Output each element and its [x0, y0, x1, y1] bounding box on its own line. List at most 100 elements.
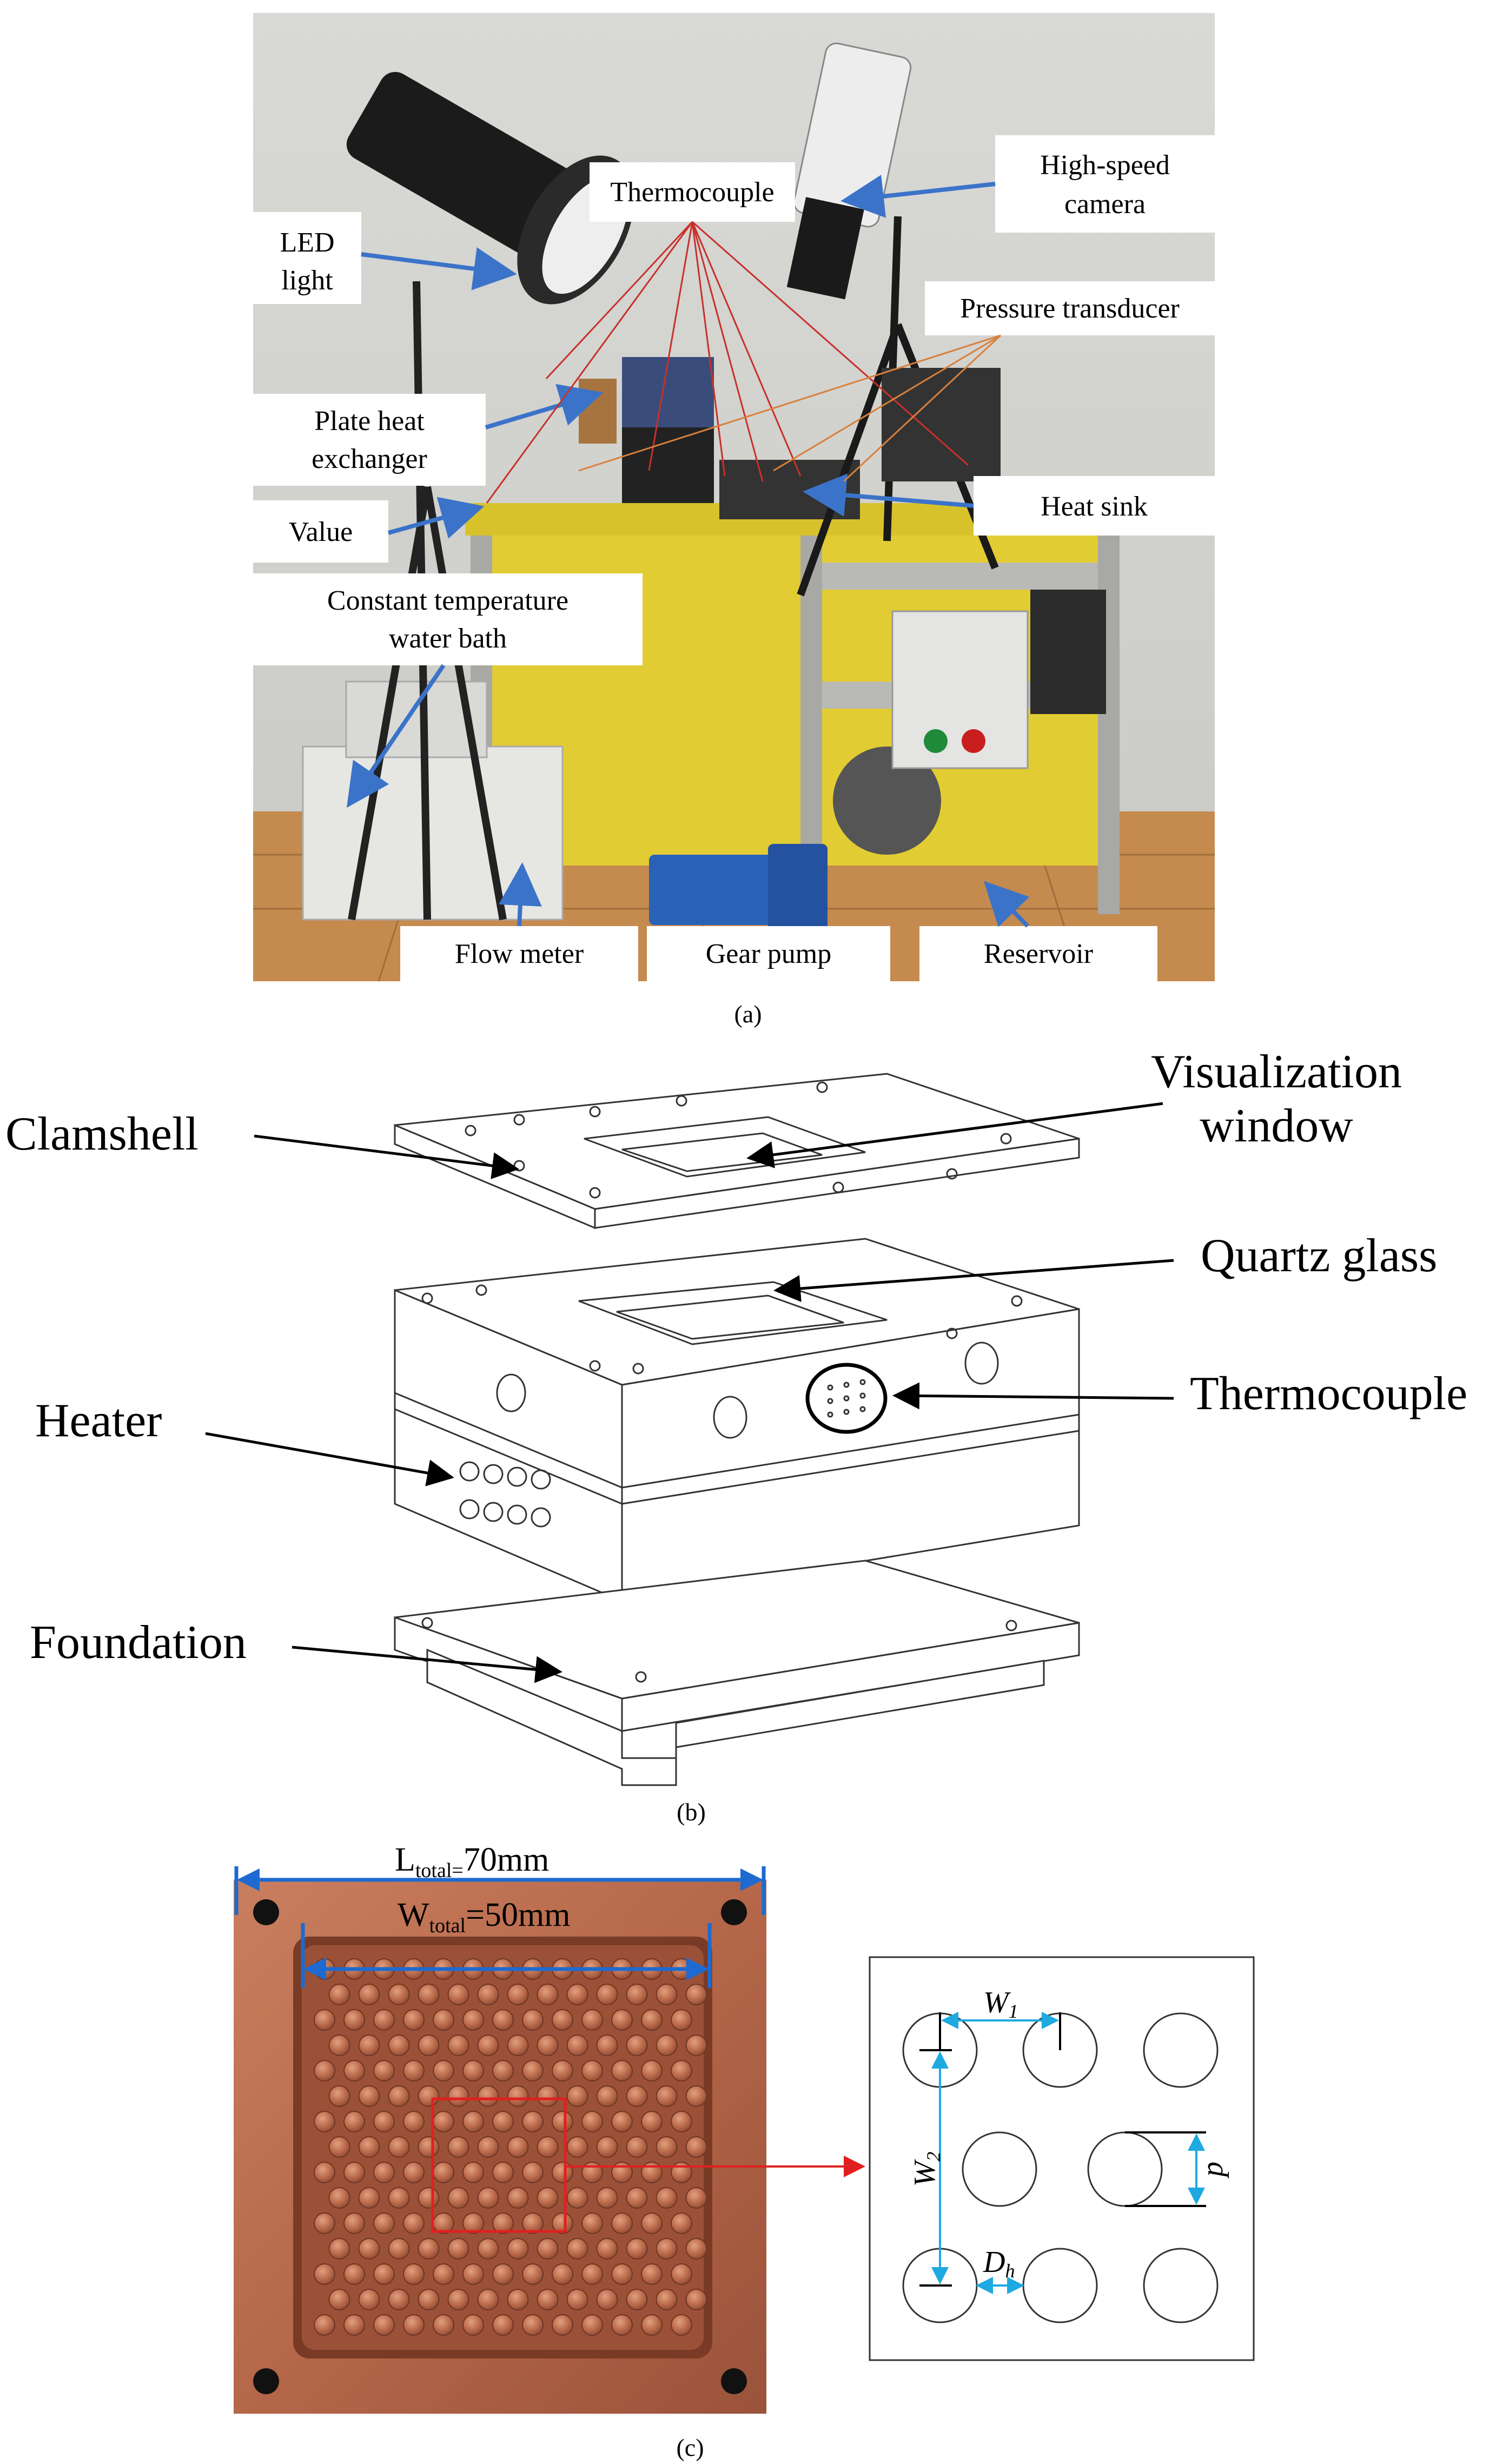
- dimension-dh: Dh: [976, 2245, 1024, 2294]
- pin-fin: [641, 2212, 663, 2234]
- panel-label-a: (a): [734, 1000, 762, 1028]
- label-visualization-window-1: Visualization: [1151, 1046, 1402, 1098]
- pin-fin: [656, 2085, 678, 2107]
- pin-fin: [641, 2263, 663, 2285]
- pin-fin: [358, 2085, 380, 2107]
- dimension-w1: W1: [939, 1986, 1061, 2050]
- arrow-quartz-glass: [773, 1259, 1174, 1302]
- pin-fin: [373, 2009, 395, 2031]
- label-quartz-glass: Quartz glass: [1201, 1230, 1437, 1282]
- pin-fin: [685, 2289, 707, 2310]
- label-reservoir: Reservoir: [919, 926, 1157, 981]
- pin-fin: [388, 2136, 410, 2158]
- thermocouple-leader-lines: [486, 221, 969, 504]
- pin-fin: [343, 2060, 365, 2082]
- arrow-flow-meter: [498, 862, 542, 927]
- pin-fin: [343, 2263, 365, 2285]
- arrow-camera: [840, 175, 996, 218]
- arrow-foundation: [292, 1646, 562, 1683]
- pin-fin: [492, 2060, 514, 2082]
- svg-text:light: light: [281, 265, 333, 296]
- dimension-ltotal: Ltotal=70mm: [234, 1841, 766, 1915]
- pin-fin: [507, 2136, 529, 2158]
- pin-fin: [403, 2263, 425, 2285]
- main-body: [394, 1238, 1080, 1603]
- pin-fin: [433, 2263, 454, 2285]
- pin-fin: [537, 2187, 559, 2209]
- pin-fin: [477, 2034, 499, 2056]
- pin-fin: [477, 1984, 499, 2005]
- svg-text:Wtotal=50mm: Wtotal=50mm: [398, 1897, 571, 1937]
- pin-fin: [581, 2314, 603, 2336]
- pin-fin: [328, 1984, 350, 2005]
- pin-fin: [685, 1984, 707, 2005]
- svg-text:Plate heat: Plate heat: [314, 406, 425, 437]
- pin-fin: [492, 2009, 514, 2031]
- pin-fin: [641, 2111, 663, 2132]
- pin-fin: [388, 2289, 410, 2310]
- pin-fin: [685, 2034, 707, 2056]
- pin-fin: [388, 2034, 410, 2056]
- arrow-heater: [205, 1432, 454, 1487]
- svg-text:Ltotal=70mm: Ltotal=70mm: [395, 1841, 549, 1882]
- pin-fin: [581, 2060, 603, 2082]
- pin-fin: [581, 2263, 603, 2285]
- pin-fin: [343, 2162, 365, 2183]
- pin-fin: [418, 2289, 440, 2310]
- pin-fin: [671, 2060, 692, 2082]
- pin-fin: [522, 2009, 544, 2031]
- pin-fin: [314, 2111, 335, 2132]
- pin-fin: [373, 2162, 395, 2183]
- dimension-p: p: [1125, 2131, 1229, 2207]
- arrow-visualization-window: [746, 1102, 1163, 1168]
- pin-fin: [552, 2009, 573, 2031]
- pin-fin: [611, 2314, 633, 2336]
- pin-fin: [447, 2085, 469, 2107]
- pin-fin: [343, 2111, 365, 2132]
- label-foundation: Foundation: [30, 1616, 247, 1669]
- pin-fin: [552, 2263, 573, 2285]
- panel-label-c: (c): [676, 2434, 704, 2461]
- svg-text:water bath: water bath: [389, 623, 507, 654]
- pin-fin: [641, 2060, 663, 2082]
- pin-fin: [656, 2187, 678, 2209]
- pin-fin: [477, 2187, 499, 2209]
- pin-fin: [611, 2111, 633, 2132]
- pin-fin: [462, 2314, 484, 2336]
- svg-text:Value: Value: [289, 517, 353, 547]
- pin-fin: [314, 2009, 335, 2031]
- arrow-plate: [485, 384, 604, 430]
- pin-fin: [552, 2111, 573, 2132]
- label-constant-temperature-water-bath: Constant temperature water bath: [253, 573, 643, 665]
- pin-fin: [433, 2314, 454, 2336]
- pin-fin: [314, 2212, 335, 2234]
- pin-fin: [462, 2263, 484, 2285]
- pin-fin: [462, 2111, 484, 2132]
- pin-fin: [671, 2009, 692, 2031]
- pin-fin: [418, 2136, 440, 2158]
- pin-fin: [552, 2162, 573, 2183]
- pin-fin: [671, 2314, 692, 2336]
- pin-fin: [656, 2034, 678, 2056]
- pin-fin: [328, 2136, 350, 2158]
- pin-fin: [388, 2187, 410, 2209]
- label-heater: Heater: [35, 1395, 162, 1447]
- pin-fin: [566, 2136, 588, 2158]
- pin-fin: [447, 2187, 469, 2209]
- pin-fin: [418, 1984, 440, 2005]
- pin-fin: [403, 2009, 425, 2031]
- pin-fin: [537, 2034, 559, 2056]
- pin-fin: [462, 2162, 484, 2183]
- svg-text:Heat sink: Heat sink: [1041, 491, 1148, 522]
- pin-fin: [328, 2238, 350, 2260]
- pin-fin: [492, 2314, 514, 2336]
- clamshell-plate: [394, 1073, 1080, 1230]
- svg-text:camera: camera: [1064, 189, 1146, 220]
- label-flow-meter: Flow meter: [400, 926, 638, 981]
- pin-fin: [566, 2289, 588, 2310]
- pin-fin: [373, 2314, 395, 2336]
- pin-fin: [462, 2060, 484, 2082]
- pin-fin: [685, 2238, 707, 2260]
- pin-fin: [626, 2289, 648, 2310]
